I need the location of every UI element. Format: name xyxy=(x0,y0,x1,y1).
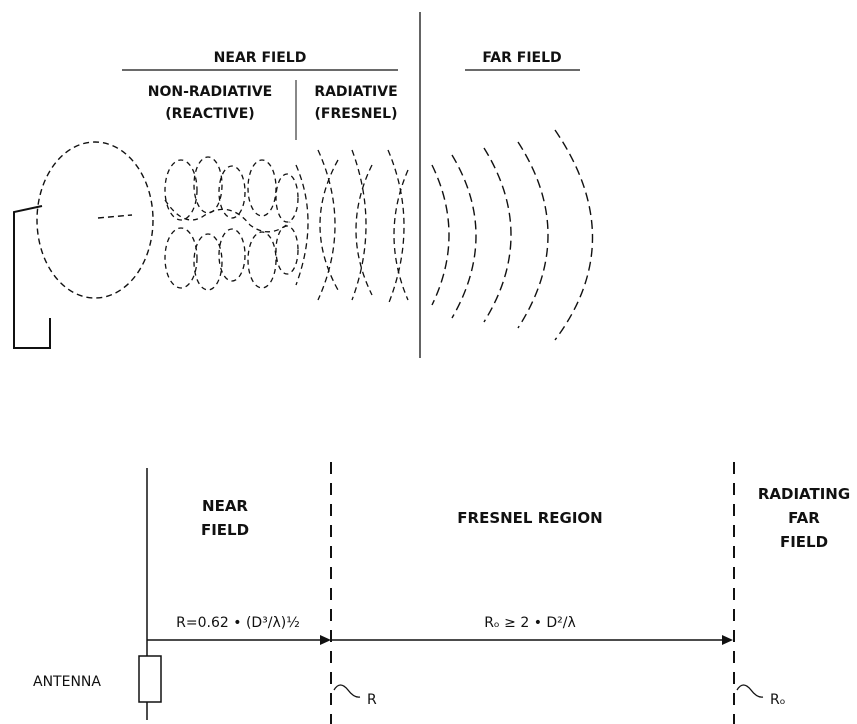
ro-marker-curve xyxy=(736,684,764,698)
antenna-mount xyxy=(13,205,51,349)
r-arrowhead xyxy=(320,635,331,645)
top-diagram: NEAR FIELD FAR FIELD NON-RADIATIVE (REAC… xyxy=(13,12,594,358)
fresnel-label: (FRESNEL) xyxy=(315,106,398,122)
reactive-label: (REACTIVE) xyxy=(165,106,254,122)
far-field-arcs xyxy=(431,129,594,341)
near-field-label: NEAR FIELD xyxy=(214,50,307,66)
antenna-label: ANTENNA xyxy=(33,674,101,690)
non-radiative-label: NON-RADIATIVE xyxy=(148,84,273,100)
ro-formula: Rₒ ≥ 2 • D²/λ xyxy=(484,615,576,631)
near-field-heading-line2: FIELD xyxy=(201,521,249,539)
ro-marker-label: Rₒ xyxy=(770,692,786,708)
ro-arrowhead xyxy=(722,635,733,645)
fresnel-region-heading: FRESNEL REGION xyxy=(457,509,602,527)
r-marker-curve xyxy=(333,684,361,698)
r-marker-label: R xyxy=(367,692,377,708)
radiating-far-field-line1: RADIATING xyxy=(758,485,850,503)
antenna-feed xyxy=(97,214,133,219)
fresnel-field-arcs xyxy=(295,149,409,306)
radiative-label: RADIATIVE xyxy=(314,84,397,100)
radiating-far-field-line3: FIELD xyxy=(780,533,828,551)
antenna-element xyxy=(138,655,162,703)
bottom-diagram: NEAR FIELD FRESNEL REGION RADIATING FAR … xyxy=(33,462,850,724)
reactive-field-loops xyxy=(164,156,299,291)
near-field-heading-line1: NEAR xyxy=(202,497,248,515)
far-field-label: FAR FIELD xyxy=(482,50,561,66)
r-formula: R=0.62 • (D³/λ)½ xyxy=(176,615,300,631)
radiating-far-field-line2: FAR xyxy=(788,509,820,527)
antenna-dish xyxy=(36,141,154,299)
